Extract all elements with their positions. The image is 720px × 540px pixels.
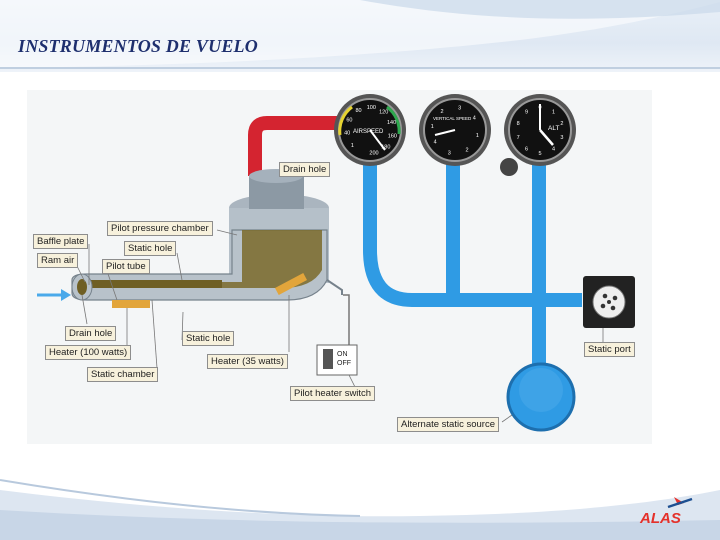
altimeter-tick-label: 5: [538, 151, 541, 157]
label-drain-hole-bottom: Drain hole: [65, 326, 117, 341]
leader-lines: [76, 167, 604, 423]
vertical-speed-tick-label: 3: [448, 150, 451, 156]
altimeter-tick-label: 3: [560, 135, 563, 141]
airspeed-caption: AIRSPEED: [353, 129, 384, 135]
airspeed-indicator: AIRSPEED: [334, 94, 406, 166]
label-baffle-plate: Baffle plate: [33, 234, 89, 249]
label-heater-35: Heater (35 watts): [207, 354, 288, 369]
alas-logo: ALAS: [638, 495, 706, 527]
airspeed-tick-label: 180: [381, 145, 390, 151]
altimeter-tick-label: 6: [525, 147, 528, 153]
gauge-tick-labels: 1406080100120140160180200123412340123456…: [344, 105, 563, 157]
pilot-heater-switch: [316, 344, 358, 376]
altimeter-tick-label: 4: [552, 147, 555, 153]
altimeter-tick-label: 9: [525, 109, 528, 115]
label-drain-hole-top: Drain hole: [279, 162, 331, 177]
alas-logo-mark: ALAS: [639, 497, 693, 527]
airspeed-tick-label: 100: [367, 105, 376, 111]
vertical-speed-tick-label: 4: [473, 116, 476, 122]
altimeter-tick-label: 7: [517, 135, 520, 141]
switch-off-text: OFF: [337, 360, 351, 367]
altimeter-tick-label: 0: [538, 105, 541, 111]
vertical-speed-indicator: VERTICAL SPEED: [419, 94, 491, 166]
altimeter-knob: [500, 158, 518, 176]
label-pilot-tube: Pilot tube: [102, 259, 150, 274]
header-swoosh: [0, 0, 720, 69]
vertical-speed-tick-label: 1: [431, 124, 434, 130]
label-heater-100: Heater (100 watts): [45, 345, 132, 360]
label-static-chamber: Static chamber: [87, 367, 159, 382]
vertical-speed-tick-label: 3: [458, 106, 461, 112]
label-ram-air: Ram air: [37, 253, 79, 268]
pitot-pressure-line: [248, 116, 342, 176]
label-alternate-static-source: Alternate static source: [397, 417, 499, 432]
static-pressure-lines: [363, 160, 582, 370]
label-pilot-pressure-chamber: Pilot pressure chamber: [107, 221, 213, 236]
altimeter: ALT: [500, 94, 576, 176]
airspeed-tick-label: 60: [346, 118, 352, 124]
slide-title: INSTRUMENTOS DE VUELO: [18, 36, 258, 56]
vertical-speed-tick-label: 2: [465, 148, 468, 154]
footer-swoosh: [0, 479, 720, 540]
altimeter-tick-label: 2: [560, 121, 563, 127]
label-static-port: Static port: [584, 342, 635, 357]
airspeed-tick-label: 140: [387, 120, 396, 126]
ram-air-arrow: [37, 289, 71, 301]
airspeed-tick-label: 120: [379, 110, 388, 116]
vsi-caption: VERTICAL SPEED: [433, 116, 472, 121]
vertical-speed-tick-label: 2: [440, 109, 443, 115]
switch-on-text: ON: [337, 351, 348, 358]
diagram-svg: ON OFF AIRSPEED VERTICAL SPEED ALT 14060…: [37, 94, 635, 432]
static-port: [583, 276, 635, 328]
label-static-hole-bottom: Static hole: [182, 331, 235, 346]
airspeed-tick-label: 160: [388, 133, 397, 139]
altimeter-caption: ALT: [548, 125, 559, 132]
altimeter-tick-label: 8: [517, 121, 520, 127]
airspeed-tick-label: 80: [355, 108, 361, 114]
label-pilot-heater-switch: Pilot heater switch: [290, 386, 376, 401]
heater-wire: [343, 294, 350, 345]
airspeed-tick-label: 40: [344, 131, 350, 137]
label-static-hole-top: Static hole: [124, 241, 177, 256]
airspeed-tick-label: 1: [351, 143, 354, 149]
vertical-speed-tick-label: 4: [434, 140, 437, 146]
airspeed-tick-label: 200: [369, 151, 378, 157]
altimeter-tick-label: 1: [552, 109, 555, 115]
vertical-speed-tick-label: 1: [476, 133, 479, 139]
alas-logo-text: ALAS: [639, 510, 681, 527]
